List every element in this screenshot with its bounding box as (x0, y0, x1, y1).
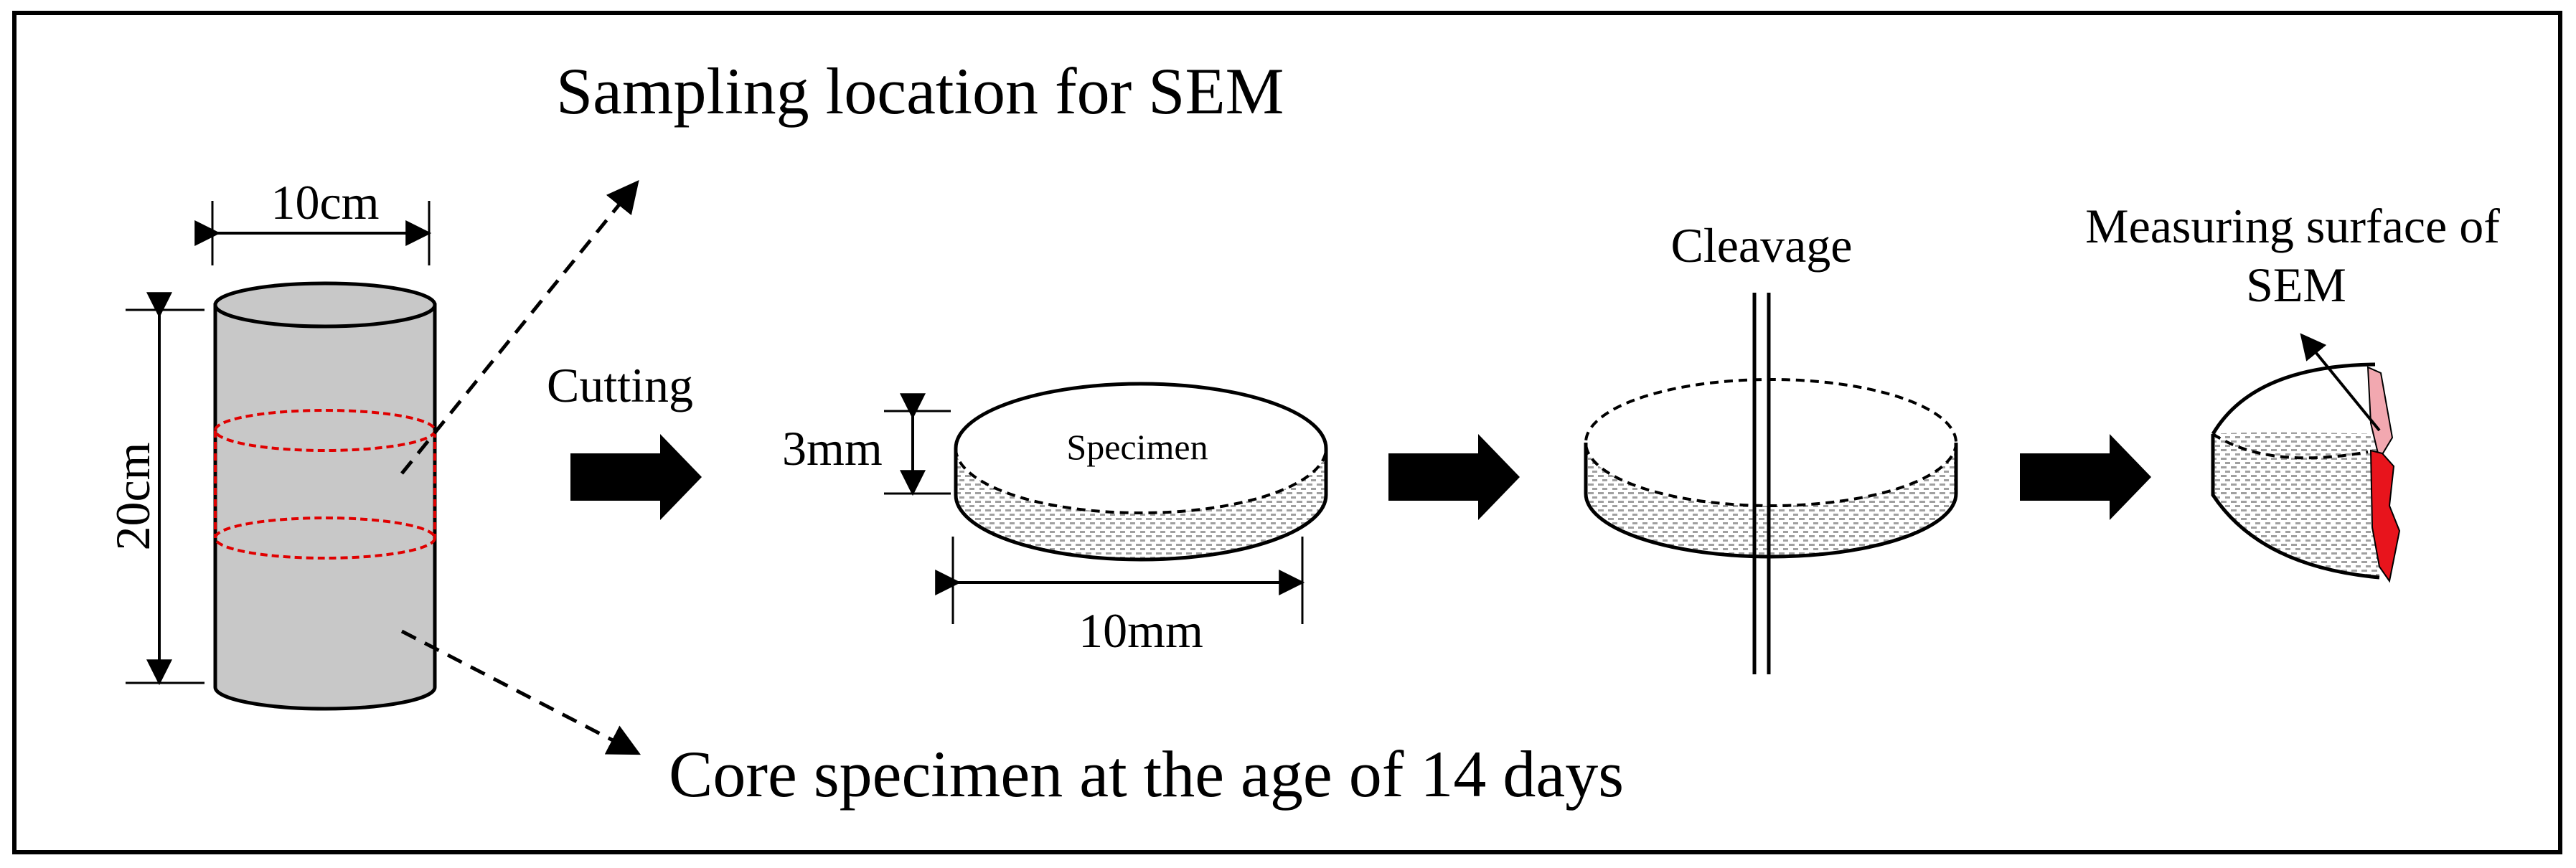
process-arrow-2 (1388, 434, 1520, 520)
disk-diameter-label: 10mm (1078, 603, 1203, 658)
cleaved-disk-top (1584, 378, 1957, 507)
core-cylinder (213, 281, 437, 711)
half-disk-side (2213, 432, 2379, 577)
sampling-location-arrow (400, 180, 639, 475)
process-arrow-3 (2020, 434, 2151, 520)
cleaved-disk-side (1586, 443, 1956, 557)
fracture-surface-upper (2366, 366, 2394, 461)
disk-diameter-dimension: 10mm (935, 537, 1305, 658)
measuring-surface-label-line2: SEM (2246, 258, 2346, 312)
specimen-disk-top-back (954, 382, 1328, 449)
disk-thickness-dimension: 3mm (782, 393, 951, 496)
cylinder-width-label: 10cm (271, 175, 379, 230)
half-disk-top-back (2211, 362, 2376, 435)
process-arrow-1 (570, 434, 702, 520)
fracture-surface-lower (2369, 449, 2401, 583)
measuring-surface-arrow (2300, 333, 2381, 432)
sampling-location-title: Sampling location for SEM (556, 55, 1284, 128)
cylinder-height-dimension: 20cm (105, 292, 205, 686)
disk-thickness-label: 3mm (782, 421, 883, 476)
specimen-disk-side (956, 448, 1326, 560)
cleaved-disk (1584, 378, 1958, 559)
measuring-surface-label-line1: Measuring surface of (2085, 199, 2500, 253)
cutting-label: Cutting (547, 358, 693, 412)
cylinder-height-label: 20cm (105, 442, 160, 550)
cleavage-label: Cleavage (1671, 218, 1853, 273)
cylinder-top (213, 281, 437, 329)
cleavage-line (1752, 293, 1771, 674)
specimen-label: Specimen (1066, 427, 1208, 467)
diagram-frame (12, 11, 2562, 854)
specimen-disk: Specimen (954, 382, 1328, 562)
half-disk (2211, 362, 2401, 583)
core-specimen-title: Core specimen at the age of 14 days (669, 737, 1624, 811)
specimen-disk-top-front (954, 448, 1327, 514)
cylinder-width-dimension: 10cm (194, 175, 432, 265)
cylinder-body (213, 303, 437, 711)
half-disk-top-front (2211, 433, 2369, 460)
core-specimen-arrow (400, 629, 641, 755)
